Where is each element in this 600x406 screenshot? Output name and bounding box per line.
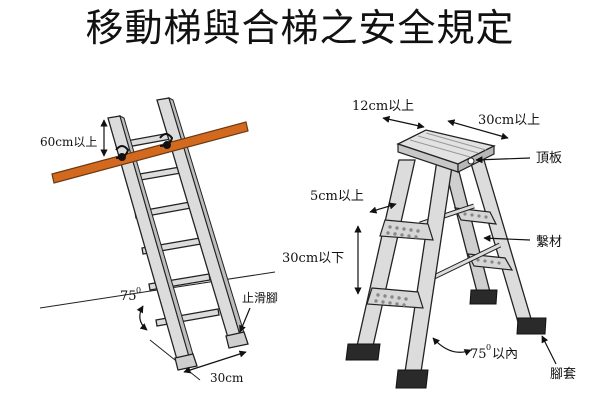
right-anti-slip-foot — [225, 331, 249, 349]
angle-degree-label: 0 — [136, 286, 141, 295]
top-board-label: 頂板 — [536, 151, 562, 166]
foot-cover-arrow — [541, 335, 557, 365]
top-width-label-step: 30cm以上 — [478, 113, 540, 128]
angle-arc — [136, 305, 148, 331]
rail-clamps — [115, 133, 174, 161]
rear-steps — [453, 207, 514, 271]
step-angle-degree: 0 — [486, 343, 491, 352]
brace-label: 繫材 — [536, 235, 562, 250]
step-angle-arc — [432, 337, 472, 356]
angle-value-label: 75 — [120, 289, 137, 304]
top-width-arrow-step — [447, 119, 509, 140]
step-angle-value: 75 — [470, 347, 487, 362]
top-depth-arrow — [382, 115, 425, 130]
front-right-leg — [404, 159, 454, 373]
top-width-label: 60cm以上 — [40, 135, 97, 149]
front-step-holes — [374, 225, 420, 307]
foot-covers — [345, 289, 547, 389]
wooden-support-bar — [51, 121, 249, 184]
top-board-arrow — [475, 156, 531, 164]
anti-slip-label: 止滑腳 — [242, 291, 278, 305]
step-angle-suffix: 以內 — [492, 347, 518, 362]
step-ladder-illustration: 12cm以上 30cm以上 頂板 5cm以上 繫材 30cm以下 75 0 以內… — [282, 99, 576, 389]
straight-ladder-illustration: 60cm以上 75 0 止滑腳 30cm — [39, 97, 278, 385]
brace-arrow — [483, 234, 531, 242]
top-depth-label: 12cm以上 — [352, 99, 414, 114]
front-steps — [366, 219, 434, 309]
top-board-bolt — [467, 157, 475, 165]
front-left-leg — [356, 159, 416, 347]
step-spacing-label: 30cm以下 — [282, 251, 344, 266]
step-depth-arrow — [369, 202, 397, 214]
page-title: 移動梯與合梯之安全規定 — [85, 6, 515, 50]
step-depth-label: 5cm以上 — [310, 189, 364, 204]
foot-cover-label: 腳套 — [550, 366, 576, 382]
top-board-slats — [409, 132, 487, 158]
rear-step-holes — [463, 212, 501, 265]
bottom-width-arrow — [183, 350, 247, 374]
bottom-width-label: 30cm — [210, 371, 244, 385]
anti-slip-arrow — [239, 307, 251, 333]
